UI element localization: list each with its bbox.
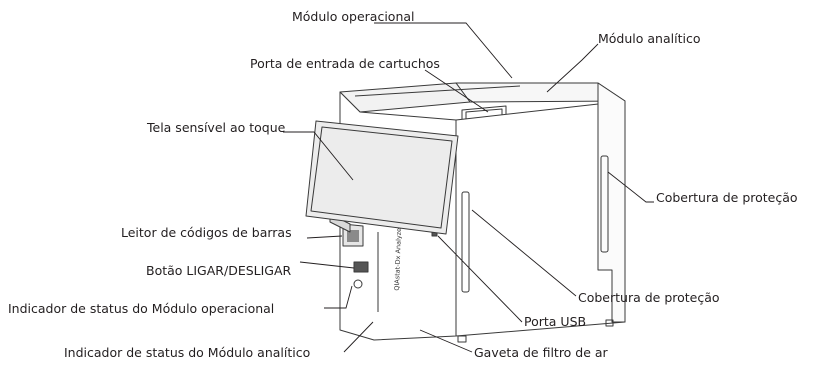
- leader-indicador-analitico: [343, 321, 374, 353]
- top-rail-line: [354, 85, 521, 97]
- label-gaveta-filtro-ar: Gaveta de filtro de ar: [474, 345, 608, 360]
- label-cobertura-protecao-frente: Cobertura de proteção: [578, 290, 720, 305]
- status-indicator-block: [353, 261, 369, 273]
- leader-modulo-operacional: [374, 22, 513, 79]
- leader-porta-entrada: [424, 69, 489, 113]
- label-cobertura-protecao-direita: Cobertura de proteção: [656, 190, 798, 205]
- label-indicador-modulo-operacional: Indicador de status do Módulo operaciona…: [8, 301, 275, 316]
- foot-left: [457, 335, 467, 343]
- device-brand-text: QIAstat-Dx Analyzer: [393, 225, 403, 291]
- touchscreen-display: [310, 126, 453, 229]
- label-botao-ligar-desligar: Botão LIGAR/DESLIGAR: [146, 263, 292, 278]
- label-porta-entrada-cartuchos: Porta de entrada de cartuchos: [250, 56, 440, 71]
- side-cover-right: [600, 155, 609, 253]
- leader-lines: [283, 22, 654, 353]
- foot-right: [605, 319, 614, 327]
- leader-indicador-operacional: [324, 285, 353, 309]
- barcode-window: [347, 230, 359, 242]
- leader-botao: [299, 261, 355, 269]
- leader-cobertura-frente: [471, 209, 577, 297]
- leader-tela: [283, 131, 354, 181]
- touchscreen: [305, 120, 459, 235]
- label-indicador-modulo-analitico: Indicador de status do Módulo analítico: [64, 345, 311, 360]
- label-leitor-codigos-barras: Leitor de códigos de barras: [121, 225, 292, 240]
- leader-gaveta: [419, 329, 473, 353]
- analytic-module-side: [597, 82, 626, 323]
- leader-usb: [437, 235, 523, 323]
- leader-modulo-analitico: [546, 43, 599, 93]
- label-modulo-analitico: Módulo analítico: [598, 31, 701, 46]
- label-porta-usb: Porta USB: [524, 314, 587, 329]
- front-cover-slot: [461, 191, 470, 293]
- leader-cobertura-direita: [607, 171, 654, 203]
- label-modulo-operacional: Módulo operacional: [292, 9, 415, 24]
- label-tela-sensivel: Tela sensível ao toque: [147, 120, 286, 135]
- power-button: [353, 279, 363, 289]
- leader-leitor: [306, 235, 343, 239]
